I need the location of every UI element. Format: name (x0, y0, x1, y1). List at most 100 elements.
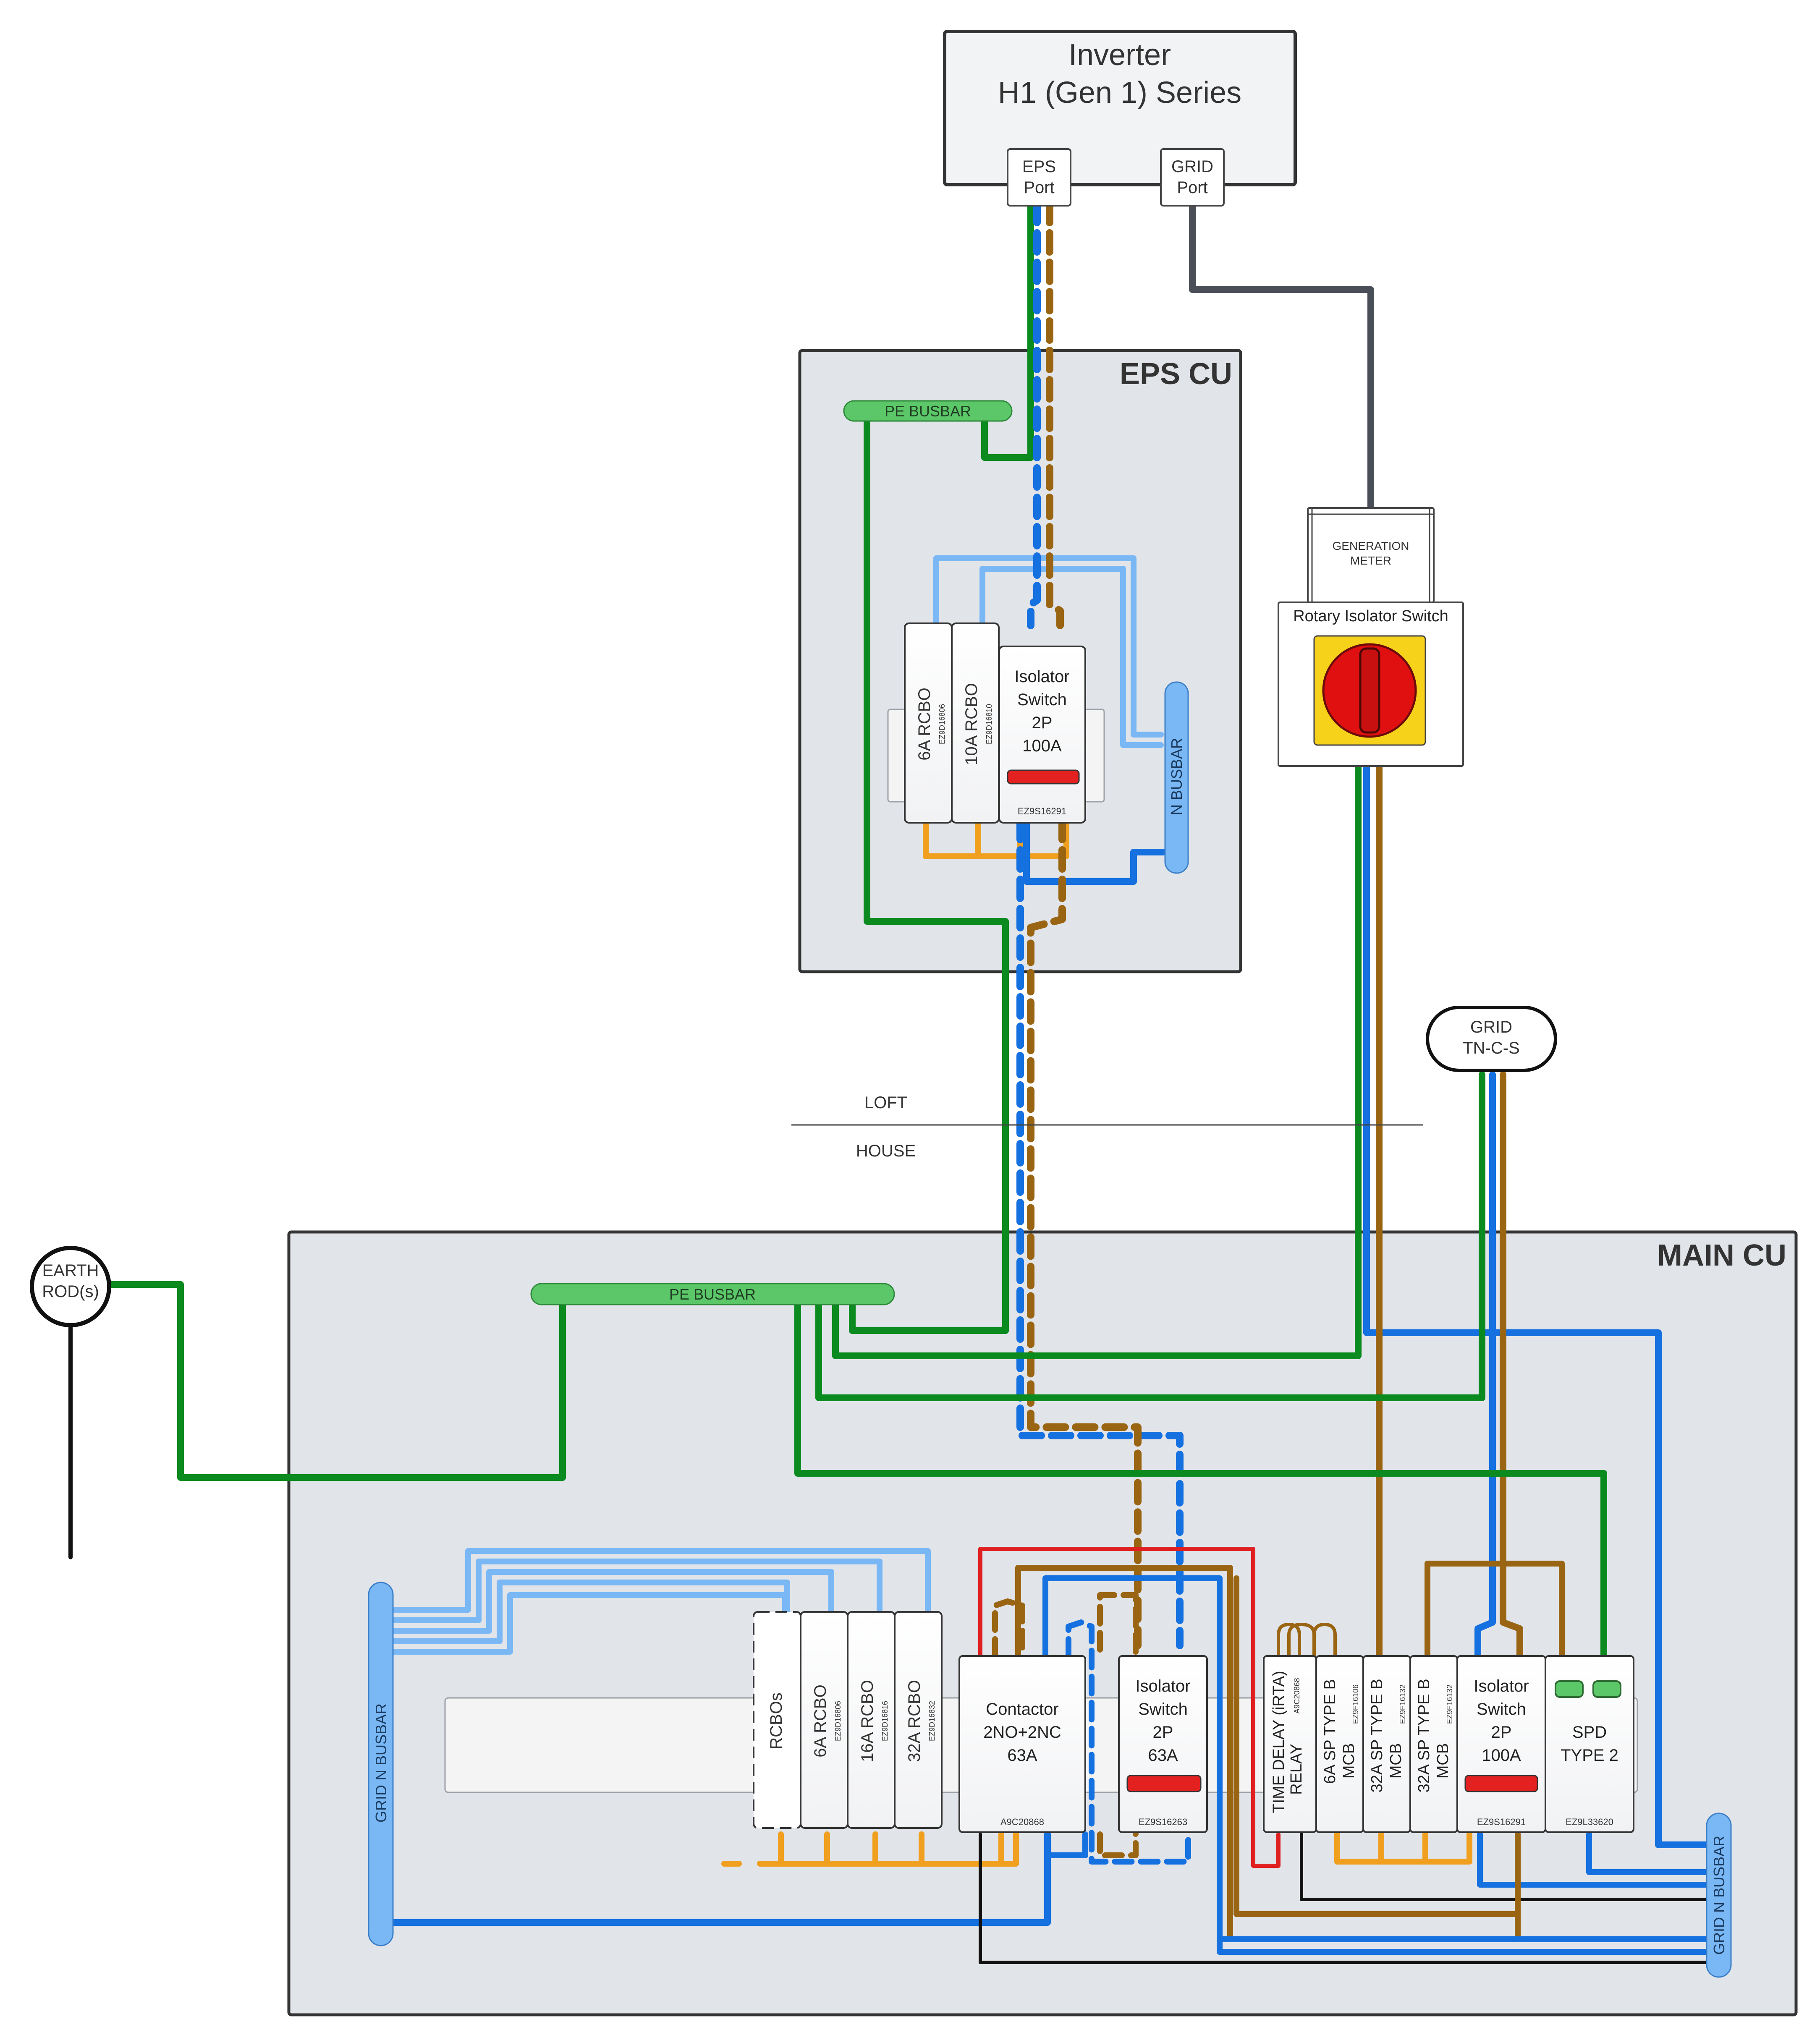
isolator100-live-down (1233, 1575, 1521, 1917)
main-mcb-6a-code: EZ9F16106 (1351, 1684, 1360, 1724)
earth-rod-label-1: EARTH (42, 1261, 99, 1280)
eps-live-to-main (1027, 817, 1142, 1649)
eps-n-busbar-label: N BUSBAR (1168, 738, 1185, 815)
main-grid-n-busbar-right (1706, 1812, 1732, 1978)
main-spd-code: EZ9L33620 (1566, 1817, 1613, 1827)
main-rcbo-16a-code: EZ9D16816 (881, 1701, 889, 1741)
eps-n-busbar (1164, 681, 1189, 874)
main-rcbo-32a-code: EZ9D16832 (928, 1701, 936, 1741)
eps-isolator-l1: Isolator (1014, 667, 1069, 686)
main-light-blue-5 (388, 1592, 788, 1655)
eps-port-label-1: EPS (1022, 157, 1056, 176)
main-light-blue-2 (388, 1559, 883, 1623)
main-orange-busbar-2 (1334, 1831, 1472, 1865)
main-light-blue-4 (388, 1580, 790, 1644)
eps-port-earth (981, 200, 1034, 461)
eps-cu-title: EPS CU (1120, 357, 1232, 391)
rotary-isolator-label: Rotary Isolator Switch (1293, 607, 1448, 625)
earth-rod-to-pe (108, 1281, 566, 1481)
main-contactor-l2: 2NO+2NC (983, 1723, 1061, 1742)
spd-indicator-left (1555, 1680, 1584, 1698)
grid-neutral (1474, 1071, 1496, 1659)
main-rcbo-6a-label: 6A RCBO (811, 1684, 830, 1757)
main-contactor-l1: Contactor (986, 1700, 1058, 1718)
main-light-blue-1 (388, 1548, 931, 1615)
inverter-box (943, 30, 1297, 186)
main-grid-n-busbar-right-label: GRID N BUSBAR (1710, 1836, 1728, 1955)
eps-rcbo-10a-label: 10A RCBO (962, 683, 981, 765)
eps-port-label-2: Port (1024, 178, 1054, 197)
earth-rod-label-2: ROD(s) (42, 1282, 99, 1301)
main-isolator-63a-l4: 63A (1148, 1746, 1178, 1765)
pe-to-spd (794, 1289, 1607, 1659)
isolator100-neutral (1477, 1831, 1712, 1888)
eps-light-blue-loop-1 (933, 555, 1164, 738)
inverter-model: H1 (Gen 1) Series (998, 76, 1241, 110)
eps-rcbo-10a-code: EZ9D16810 (985, 704, 993, 744)
grid-earth (815, 1071, 1485, 1401)
eps-rcbo-6a-label: 6A RCBO (915, 688, 934, 760)
relay-top-loops (1277, 1623, 1337, 1658)
main-rcbo-16a-label: 16A RCBO (858, 1680, 877, 1762)
relay-black-line (1300, 1833, 1710, 1901)
contactor-neutral-loop-1 (1042, 1575, 1712, 1955)
grid-supply-label-1: GRID (1470, 1018, 1512, 1036)
contactor-black-line (979, 1833, 1710, 1964)
main-mcb-32a-2-code: EZ9F16132 (1446, 1684, 1454, 1724)
contactor-live-loop-1 (992, 1598, 1025, 1659)
main-isolator-100a-toggle[interactable] (1464, 1775, 1538, 1792)
spd-neutral (1586, 1831, 1712, 1875)
main-light-blue-3 (388, 1569, 834, 1634)
main-isolator-63a-toggle[interactable] (1126, 1775, 1202, 1792)
grid-n-link-bottom (387, 1831, 1051, 1926)
main-contactor-l3: 63A (1007, 1746, 1037, 1765)
main-rcbo-6a-code: EZ9D16806 (834, 1701, 842, 1741)
main-rcbos-label: RCBOs (767, 1692, 786, 1750)
contactor-neutral-loop-3 (1049, 1831, 1088, 1858)
grid-port (1160, 148, 1225, 207)
earth-rod-symbol (30, 1246, 111, 1327)
main-grid-n-busbar-left-label: GRID N BUSBAR (372, 1703, 390, 1823)
main-isolator-63a-code: EZ9S16263 (1139, 1817, 1187, 1827)
house-label: HOUSE (856, 1142, 916, 1160)
main-pe-busbar-label: PE BUSBAR (669, 1286, 756, 1303)
main-mcb-6a-l2: MCB (1340, 1743, 1358, 1778)
main-contactor (958, 1655, 1086, 1833)
generation-meter-label-1: GENERATION (1332, 539, 1409, 552)
grid-live (1500, 1071, 1523, 1659)
grid-supply-pill (1426, 1006, 1557, 1072)
grid-port-cable (1189, 198, 1374, 511)
eps-light-blue-loop-2 (979, 566, 1164, 748)
grid-supply-label-2: TN-C-S (1463, 1039, 1520, 1057)
eps-pe-busbar (843, 400, 1013, 422)
main-mcb-32a-1-l2: MCB (1387, 1743, 1405, 1778)
main-pe-busbar (530, 1283, 895, 1305)
eps-neutral-dashed (1027, 200, 1041, 629)
grid-port-label-1: GRID (1171, 157, 1213, 176)
main-mcb-32a-2-l2: MCB (1434, 1743, 1452, 1778)
eps-live-dashed (1046, 200, 1064, 629)
main-isolator-100a-l4: 100A (1482, 1746, 1521, 1765)
main-spd-l1: SPD (1572, 1723, 1607, 1742)
grid-port-label-2: Port (1177, 178, 1207, 197)
main-mcb-32a-1-code: EZ9F16132 (1398, 1684, 1407, 1724)
rotary-handle-grip[interactable] (1359, 647, 1380, 734)
main-contactor-code: A9C20868 (1000, 1817, 1044, 1827)
spd-indicator-right (1592, 1680, 1621, 1698)
eps-isolator-code: EZ9S16291 (1018, 806, 1066, 816)
eps-neutral-to-main (1016, 817, 1184, 1649)
eps-isolator-toggle[interactable] (1007, 769, 1080, 785)
main-spd-l2: TYPE 2 (1561, 1746, 1618, 1765)
main-isolator-63a-l1: Isolator (1135, 1677, 1190, 1695)
isolator100-live-loop (1425, 1561, 1565, 1659)
main-relay-l1: TIME DELAY (iRTA) (1270, 1671, 1288, 1813)
eps-isolator-l3: 2P (1032, 714, 1053, 732)
eps-orange-busbar (923, 818, 1069, 859)
main-isolator-63a-l2: Switch (1138, 1700, 1188, 1718)
main-rcbo-32a (894, 1611, 943, 1829)
eps-isolator-l4: 100A (1022, 737, 1062, 755)
main-mcb-32a-2-l1: 32A SP TYPE B (1415, 1679, 1433, 1792)
main-grid-n-busbar-left (368, 1582, 394, 1946)
eps-pe-to-main-pe (849, 418, 1009, 1334)
main-rcbo-32a-label: 32A RCBO (905, 1680, 924, 1762)
